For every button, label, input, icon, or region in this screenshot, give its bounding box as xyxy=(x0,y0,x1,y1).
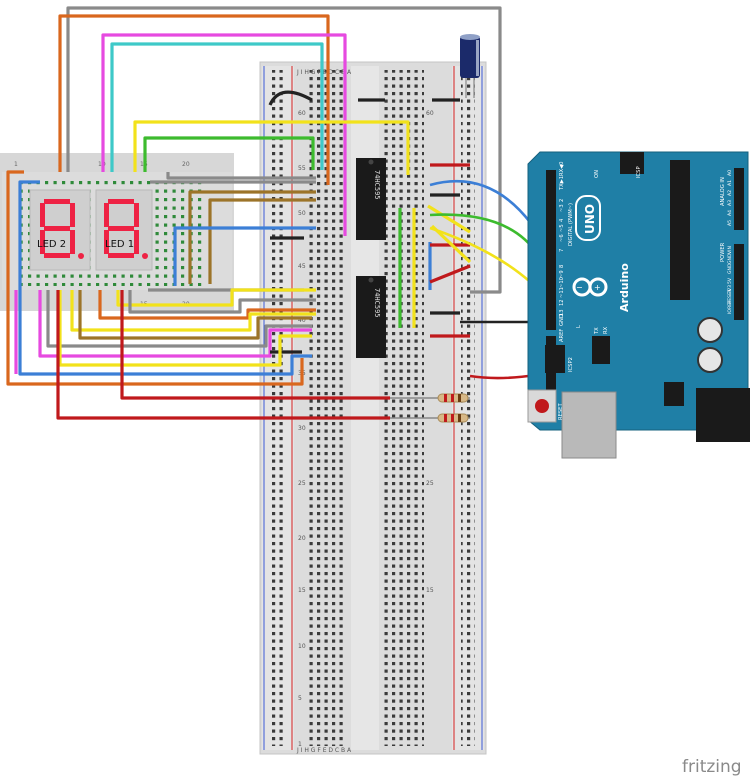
svg-text:−: − xyxy=(576,283,583,292)
wires xyxy=(6,6,721,420)
tx1-label: TX▶1 xyxy=(559,176,565,191)
chip-upper-label: 74HC595 xyxy=(373,170,381,200)
rx-label: RX xyxy=(603,326,609,334)
display-led-1: LED 1 xyxy=(95,189,153,271)
bb-row-60-r: 60 xyxy=(426,110,434,117)
pin-7-label: 7 xyxy=(559,249,565,252)
aref-label: AREF xyxy=(559,329,565,342)
pin-13-label: 13 xyxy=(559,309,565,316)
rx0-label: RX◀0 xyxy=(559,162,565,176)
pin-4-label: 4 xyxy=(559,218,565,222)
bb-column-letters: J I H G F E D C B A xyxy=(296,69,352,76)
wire-black-jumper xyxy=(268,90,313,106)
arduino-model: UNO xyxy=(583,204,597,234)
sbb-col-1: 1 xyxy=(14,161,18,168)
capacitor xyxy=(460,34,480,98)
power-pin-3v3: 3V3 xyxy=(727,285,733,294)
wire-gray-top xyxy=(66,6,502,294)
bb-row-45: 45 xyxy=(298,263,306,270)
resistors xyxy=(390,393,470,423)
bb-row-25: 25 xyxy=(298,480,306,487)
bb-row-5: 5 xyxy=(298,695,302,702)
pin-10-label: ~10 xyxy=(559,277,565,288)
wire-green-top xyxy=(143,136,315,172)
analog-pin-a3: A3 xyxy=(727,200,733,206)
pin-11-label: ~11 xyxy=(559,287,565,298)
chip-lower-label: 74HC595 xyxy=(373,288,381,318)
bb-row-20: 20 xyxy=(298,535,306,542)
pin-8-label: 8 xyxy=(559,265,565,268)
pin-12-label: 12 xyxy=(559,299,565,306)
l-label: L xyxy=(576,325,582,328)
power-pin-5v: 5V xyxy=(727,277,733,284)
bb-row-50: 50 xyxy=(298,210,306,217)
gnd-label: GND xyxy=(559,314,565,326)
sbb-col-20: 20 xyxy=(182,161,190,168)
bb-row-40: 40 xyxy=(298,317,306,324)
power-pin-vin: VIN xyxy=(727,246,733,254)
power-pin-gnd: GND xyxy=(727,253,733,264)
analog-pin-a2: A2 xyxy=(727,190,733,196)
arduino-brand: Arduino xyxy=(618,263,631,312)
pin-9-label: ~9 xyxy=(559,270,565,278)
analog-pin-a5: A5 xyxy=(727,220,733,226)
pin-6-label: ~6 xyxy=(559,234,565,242)
wire-orange-top xyxy=(58,14,330,185)
icsp-label: ICSP xyxy=(636,166,642,178)
wire-cyan-top xyxy=(110,42,324,172)
led-1-label: LED 1 xyxy=(105,239,134,250)
bb-row-25-r: 25 xyxy=(426,480,434,487)
svg-text:+: + xyxy=(594,283,601,292)
power-pin-reset: RESET xyxy=(727,289,733,304)
on-label: ON xyxy=(594,170,600,178)
bb-row-1: 1 xyxy=(298,741,302,748)
digital-label: DIGITAL (PWM~) xyxy=(568,203,574,246)
led-2-label: LED 2 xyxy=(37,239,66,250)
analog-pin-a4: A4 xyxy=(727,210,733,216)
fritzing-watermark: fritzing xyxy=(682,757,742,777)
bb-row-10: 10 xyxy=(298,643,306,650)
tx-label: TX xyxy=(594,327,600,335)
uno-badge: UNO xyxy=(575,195,601,241)
pin-2-label: 2 xyxy=(559,199,565,202)
pin-3-label: ~3 xyxy=(559,204,565,212)
analog-pin-a0: A0 xyxy=(727,170,733,176)
analog-label: ANALOG IN xyxy=(720,177,726,206)
chip-upper: 74HC595 xyxy=(356,158,386,240)
bb-column-letters-bottom: J I H G F E D C B A xyxy=(296,747,352,754)
arduino-uno: − + Arduino UNO DIGITAL (PWM~) ANALOG IN… xyxy=(527,151,750,459)
icsp2-label: ICSP2 xyxy=(568,357,574,372)
chip-lower: 74HC595 xyxy=(356,276,386,358)
bb-row-15: 15 xyxy=(298,587,306,594)
bb-row-55: 55 xyxy=(298,165,306,172)
power-label: POWER xyxy=(720,242,726,262)
wire-magenta-top xyxy=(101,33,347,236)
reset-label: RESET xyxy=(558,403,564,420)
power-pin-gnd: GND xyxy=(727,263,733,274)
bb-row-30: 30 xyxy=(298,425,306,432)
analog-pin-a1: A1 xyxy=(727,180,733,186)
wire-yellow-top xyxy=(133,120,410,175)
power-pin-ioref: IOREF xyxy=(727,300,733,314)
pin-5-label: ~5 xyxy=(559,224,565,232)
bb-row-15-r: 15 xyxy=(426,587,434,594)
display-led-2: LED 2 xyxy=(29,189,91,271)
bb-row-60: 60 xyxy=(298,110,306,117)
